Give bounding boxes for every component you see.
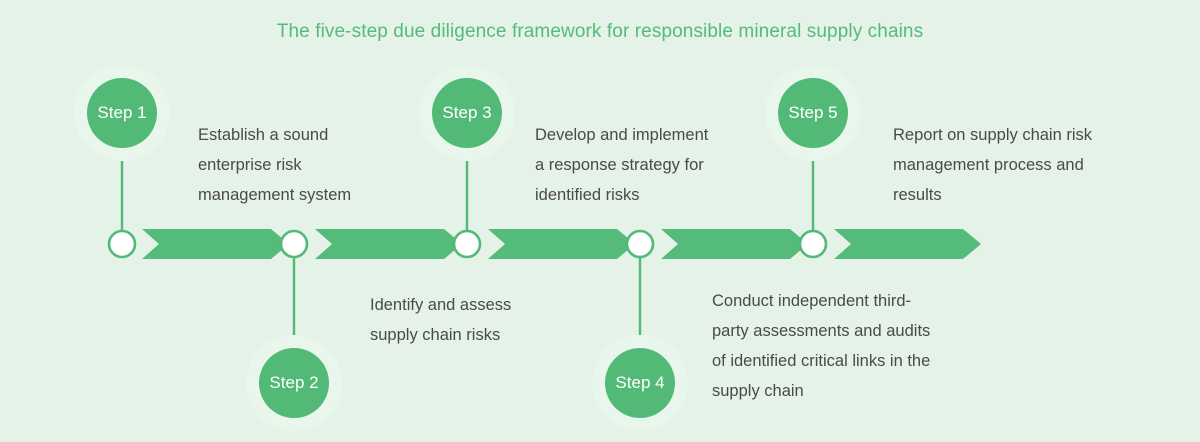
step-badge-2-circle: Step 2 (259, 348, 329, 418)
timeline-node-2 (279, 229, 309, 259)
step-badge-4-label: Step 4 (615, 373, 665, 392)
step-description-4-line-2: party assessments and audits (712, 322, 931, 340)
step-description-4-line-1: Conduct independent third- (712, 292, 912, 310)
step-description-1-line-3: management system (198, 186, 352, 204)
step-description-5-line-3: results (893, 186, 942, 204)
timeline-node-1 (107, 229, 137, 259)
step-description-5: Report on supply chain risk management p… (893, 120, 1138, 210)
step-badge-4[interactable]: Step 4 (592, 335, 688, 431)
step-description-5-line-1: Report on supply chain risk (893, 126, 1093, 144)
timeline-node-4 (625, 229, 655, 259)
step-description-3-line-1: Develop and implement (535, 126, 709, 144)
step-badge-3-circle: Step 3 (432, 78, 502, 148)
timeline-node-5 (798, 229, 828, 259)
step-description-2-line-2: supply chain risks (370, 326, 501, 344)
page-title: The five-step due diligence framework fo… (276, 21, 924, 42)
timeline-node-3 (452, 229, 482, 259)
step-description-1-line-1: Establish a sound (198, 126, 329, 144)
step-description-2: Identify and assess supply chain risks (370, 290, 570, 350)
step-description-4: Conduct independent third- party assessm… (712, 286, 992, 406)
step-badge-5-label: Step 5 (788, 103, 838, 122)
step-badge-5-circle: Step 5 (778, 78, 848, 148)
chevron-arrow-1 (142, 229, 289, 259)
step-description-3: Develop and implement a response strateg… (535, 120, 750, 210)
step-description-4-line-3: of identified critical links in the (712, 352, 931, 370)
chevron-arrow-5 (834, 229, 981, 259)
step-badge-2-label: Step 2 (269, 373, 319, 392)
step-badge-1-label: Step 1 (97, 103, 147, 122)
step-badge-4-circle: Step 4 (605, 348, 675, 418)
step-description-1: Establish a sound enterprise risk manage… (198, 120, 398, 210)
step-badge-1-circle: Step 1 (87, 78, 157, 148)
step-description-3-line-3: identified risks (535, 186, 640, 204)
step-description-3-line-2: a response strategy for (535, 156, 704, 174)
step-badge-5[interactable]: Step 5 (765, 65, 861, 161)
step-description-4-line-4: supply chain (712, 382, 804, 400)
step-badge-2[interactable]: Step 2 (246, 335, 342, 431)
chevron-arrow-4 (661, 229, 808, 259)
step-description-5-line-2: management process and (893, 156, 1084, 174)
chevron-arrow-2 (315, 229, 462, 259)
step-badge-3[interactable]: Step 3 (419, 65, 515, 161)
step-description-1-line-2: enterprise risk (198, 156, 302, 174)
chevron-arrow-3 (488, 229, 635, 259)
step-badge-1[interactable]: Step 1 (74, 65, 170, 161)
step-badge-3-label: Step 3 (442, 103, 492, 122)
step-description-2-line-1: Identify and assess (370, 296, 512, 314)
